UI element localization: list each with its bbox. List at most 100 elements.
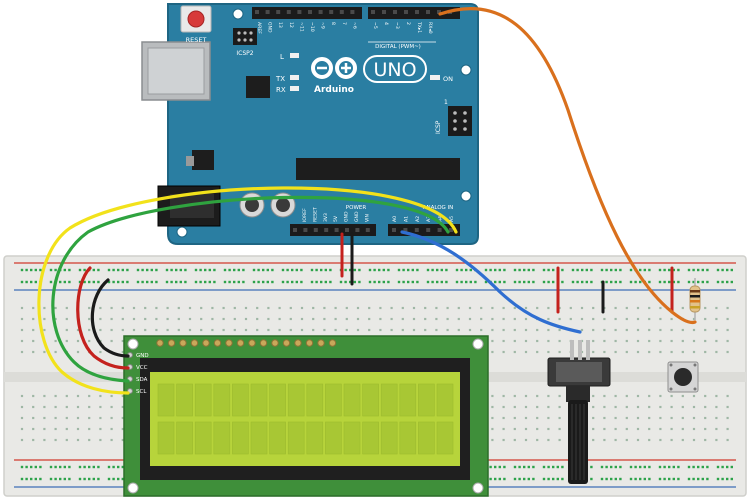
strip-hole [502, 427, 505, 431]
lcd-cell [287, 421, 305, 455]
strip-hole [715, 427, 718, 431]
lcd-header-pins [156, 339, 337, 347]
icsp-pin-one: 1 [444, 99, 448, 106]
rail-hole [194, 268, 198, 272]
strip-hole [54, 306, 57, 310]
strip-hole [558, 350, 561, 354]
strip-hole [412, 328, 416, 332]
rail-hole [489, 465, 492, 469]
strip-hole [547, 405, 550, 409]
strip-hole [65, 339, 68, 343]
rail-hole [610, 280, 613, 284]
lcd-mount-hole [472, 482, 484, 494]
lcd-cell [380, 383, 398, 417]
strip-hole [704, 405, 707, 409]
strip-hole [121, 416, 124, 420]
rail-hole [518, 268, 521, 272]
rail-hole [344, 280, 347, 284]
strip-hole [278, 328, 281, 332]
rail-hole [629, 268, 633, 272]
strip-hole [648, 328, 651, 332]
strip-hole [43, 427, 46, 431]
rail-hole [716, 268, 720, 272]
strip-hole [715, 394, 718, 398]
strip-hole [648, 405, 651, 409]
header-pin [449, 228, 453, 232]
strip-hole [502, 405, 505, 409]
rail-hole [648, 280, 651, 284]
strip-hole [110, 317, 113, 321]
rail-hole [614, 465, 617, 469]
strip-hole [614, 317, 617, 321]
strip-hole [267, 328, 270, 332]
strip-hole [457, 328, 460, 332]
rail-hole [639, 477, 642, 481]
rail-hole [175, 268, 178, 272]
rail-hole [726, 465, 729, 469]
header-pin [426, 10, 430, 14]
strip-hole [32, 416, 35, 420]
rail-hole [498, 268, 501, 272]
strip-hole [636, 339, 640, 343]
rail-hole [300, 268, 303, 272]
header-pin [355, 228, 360, 232]
rail-hole [581, 268, 584, 272]
rail-hole [208, 280, 211, 284]
strip-hole [54, 394, 57, 398]
wire-lcd-gnd [90, 278, 130, 358]
strip-hole [625, 317, 628, 321]
rail-hole [20, 280, 24, 284]
header-pin [339, 10, 344, 14]
rail-hole [63, 280, 66, 284]
rail-hole [547, 465, 550, 469]
rail-hole [484, 268, 488, 272]
rail-hole [54, 268, 57, 272]
rail-hole [730, 465, 733, 469]
lcd-mount-hole [127, 482, 139, 494]
strip-hole [536, 438, 539, 442]
rail-hole [498, 465, 501, 469]
strip-hole [323, 306, 326, 310]
digital-pin-label: 7 [341, 22, 347, 25]
digital-pin-label: GND [267, 22, 273, 33]
strip-hole [20, 416, 24, 420]
arduino-logo-icon [311, 57, 357, 79]
strip-hole [446, 306, 449, 310]
rail-hole [542, 477, 546, 481]
header-pin [404, 10, 408, 14]
led-l [290, 53, 299, 58]
rail-hole [542, 465, 546, 469]
strip-hole [300, 317, 304, 321]
rail-hole [614, 280, 617, 284]
rail-hole [532, 477, 535, 481]
strip-hole [65, 416, 68, 420]
rail-hole [672, 280, 675, 284]
rail-hole [242, 280, 245, 284]
strip-hole [592, 317, 595, 321]
strip-hole [110, 328, 113, 332]
lcd-header-pad [236, 339, 245, 347]
strip-hole [211, 317, 214, 321]
power-pin-label: GND [354, 211, 360, 222]
strip-hole [547, 306, 550, 310]
lcd-cell [436, 421, 454, 455]
digital-pin-label: ~3 [394, 22, 400, 29]
strip-hole [43, 317, 46, 321]
strip-hole [726, 394, 729, 398]
strip-hole [211, 328, 214, 332]
digital-label: DIGITAL (PWM~) [375, 44, 421, 50]
strip-hole [625, 416, 628, 420]
strip-hole [43, 405, 46, 409]
icsp2-header [233, 28, 257, 45]
strip-hole [558, 339, 561, 343]
mount-hole [176, 226, 188, 238]
strip-hole [592, 350, 595, 354]
header-pin [329, 10, 334, 14]
lcd-header-pad [317, 339, 325, 347]
push-button-icon [667, 361, 699, 393]
strip-hole [659, 438, 662, 442]
lcd-header-pad [202, 339, 210, 347]
rail-hole [726, 280, 729, 284]
rail-hole [78, 477, 82, 481]
